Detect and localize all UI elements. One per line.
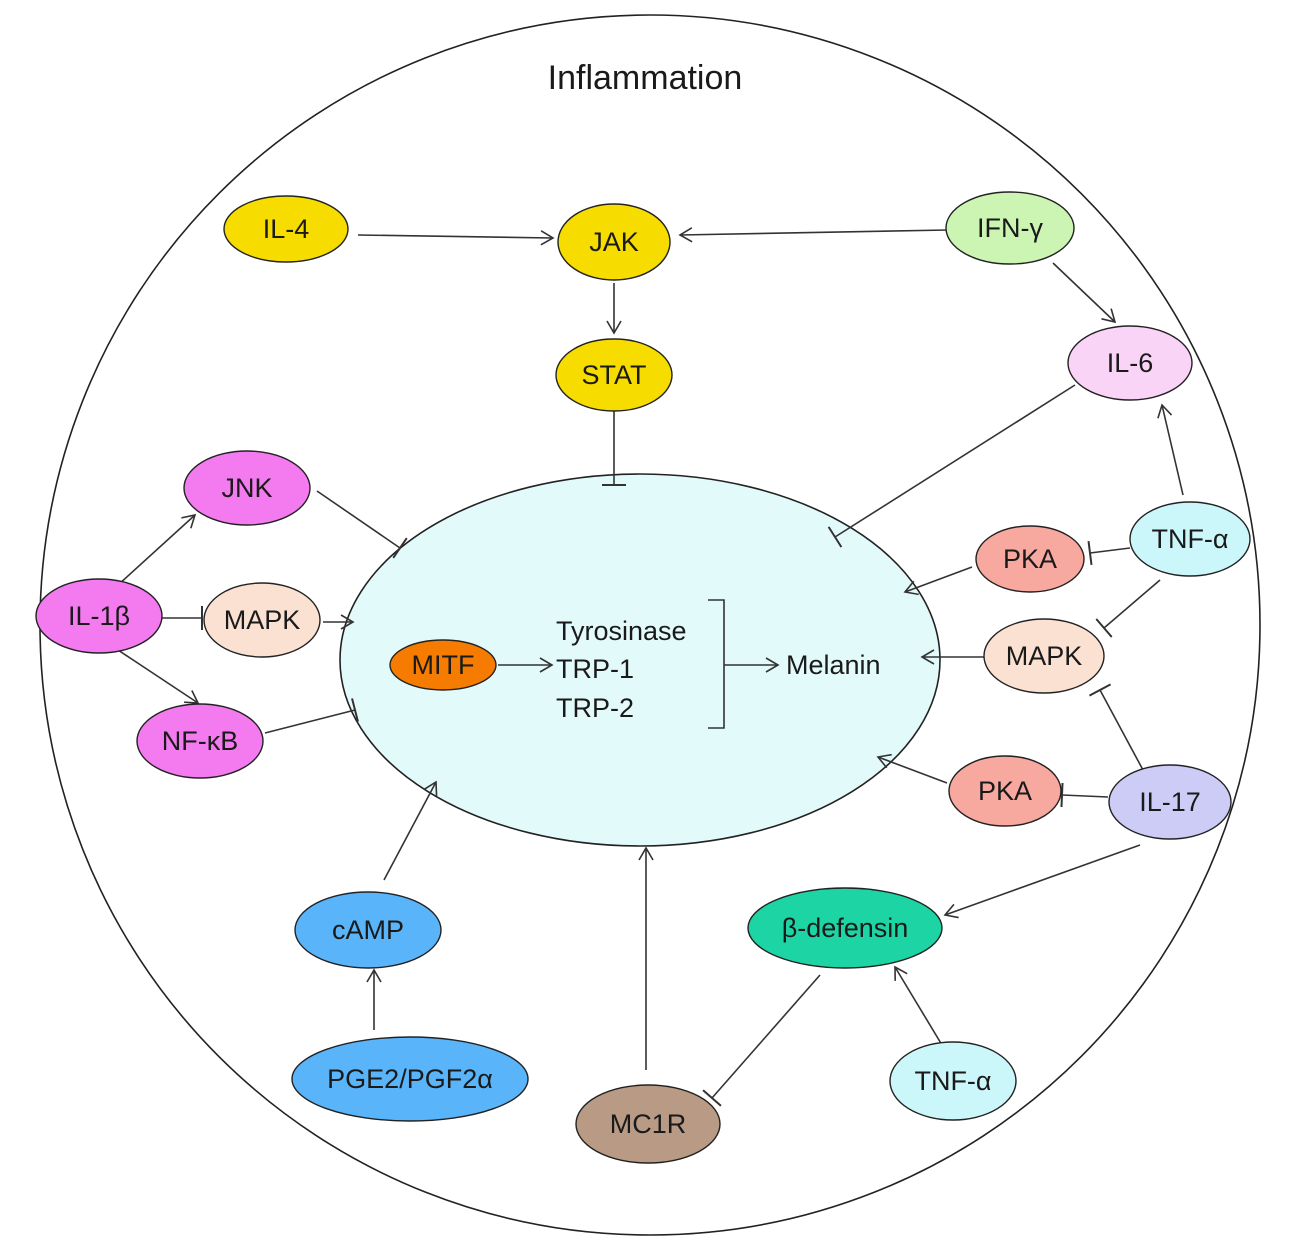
node-pka-bottom-shape	[948, 755, 1062, 827]
enzyme-trp1-label: TRP-1	[556, 654, 634, 684]
melanin-label: Melanin	[786, 650, 881, 680]
edge-il1b-to-nfkb	[117, 649, 200, 704]
edge-ifng-to-jak	[678, 227, 949, 243]
node-pka-top: PKA	[975, 525, 1085, 593]
edge-camp-to-center	[383, 780, 438, 881]
node-camp: cAMP	[294, 891, 442, 969]
edge-tnfa-bottom-to-bdefensin	[894, 965, 943, 1046]
node-mitf: MITF	[389, 639, 497, 691]
node-mapk-left-shape	[203, 582, 321, 658]
node-mapk-right-label: MAPK	[1006, 641, 1083, 671]
edge-jnk-inhibits-center	[316, 490, 408, 559]
melanocyte-ellipse	[339, 473, 941, 847]
edge-il17-inhibits-pka	[1060, 782, 1109, 808]
node-tnfa-right-shape	[1129, 501, 1251, 577]
node-tnfa-right-label: TNF-α	[1151, 524, 1228, 554]
node-camp-shape	[294, 891, 442, 969]
node-mapk-right: MAPK	[983, 618, 1105, 694]
edge-ifng-to-il6	[1052, 262, 1117, 324]
node-tnfa-bottom: TNF-α	[889, 1041, 1017, 1121]
node-tnfa-bottom-shape	[889, 1041, 1017, 1121]
node-pka-top-label: PKA	[1003, 544, 1057, 574]
nodes: IL-4 JAK STAT IFN-γ IL-6 TNF-α PKA MAPK	[35, 191, 1251, 1164]
node-mapk-left-label: MAPK	[224, 605, 301, 635]
node-jak-shape	[557, 203, 671, 281]
node-pka-top-shape	[975, 525, 1085, 593]
node-bdefensin-shape	[747, 887, 943, 969]
node-pge2: PGE2/PGF2α	[291, 1036, 529, 1122]
node-mapk-left: MAPK	[203, 582, 321, 658]
edge-bdefensin-inhibits-mc1r	[702, 974, 821, 1107]
node-stat-shape	[555, 338, 673, 412]
node-mitf-shape	[389, 639, 497, 691]
node-il17-shape	[1108, 764, 1232, 840]
edge-pka-bottom-to-center	[876, 753, 948, 784]
node-il6-shape	[1067, 325, 1193, 401]
edge-tnfa-to-il6	[1157, 403, 1184, 496]
enzyme-trp2-label: TRP-2	[556, 693, 634, 723]
node-il17: IL-17	[1108, 764, 1232, 840]
node-ifng-label: IFN-γ	[977, 213, 1043, 243]
node-stat: STAT	[555, 338, 673, 412]
edge-il4-to-jak	[357, 230, 555, 246]
edge-pka-top-to-center	[903, 566, 973, 596]
node-il6-label: IL-6	[1107, 348, 1154, 378]
node-il4-label: IL-4	[263, 214, 310, 244]
node-jak: JAK	[557, 203, 671, 281]
node-tnfa-right: TNF-α	[1129, 501, 1251, 577]
node-jnk-shape	[183, 450, 311, 526]
node-tnfa-bottom-label: TNF-α	[914, 1066, 991, 1096]
node-il4: IL-4	[223, 195, 349, 263]
node-jnk-label: JNK	[221, 473, 272, 503]
node-camp-label: cAMP	[332, 915, 404, 945]
node-il17-label: IL-17	[1139, 787, 1201, 817]
node-ifng: IFN-γ	[945, 191, 1075, 265]
edge-tnfa-inhibits-mapk	[1095, 579, 1161, 638]
node-mitf-label: MITF	[412, 650, 475, 680]
node-il1b: IL-1β	[35, 578, 163, 654]
node-pka-bottom: PKA	[948, 755, 1062, 827]
node-nfkb: NF-κB	[136, 703, 264, 779]
enzyme-tyrosinase-label: Tyrosinase	[556, 616, 687, 646]
node-jak-label: JAK	[589, 227, 639, 257]
edges	[117, 227, 1184, 1107]
node-il4-shape	[223, 195, 349, 263]
node-nfkb-shape	[136, 703, 264, 779]
node-mc1r-label: MC1R	[610, 1109, 687, 1139]
node-jnk: JNK	[183, 450, 311, 526]
node-ifng-shape	[945, 191, 1075, 265]
node-il6: IL-6	[1067, 325, 1193, 401]
node-bdefensin: β-defensin	[747, 887, 943, 969]
node-stat-label: STAT	[582, 360, 647, 390]
node-il1b-shape	[35, 578, 163, 654]
node-pge2-shape	[291, 1036, 529, 1122]
node-mapk-right-shape	[983, 618, 1105, 694]
enzyme-bracket	[708, 599, 725, 729]
node-pge2-label: PGE2/PGF2α	[327, 1064, 493, 1094]
edge-il17-inhibits-mapk	[1088, 683, 1144, 771]
node-bdefensin-label: β-defensin	[782, 913, 909, 943]
edge-il6-inhibits-center	[827, 384, 1076, 548]
edge-il17-to-bdefensin	[943, 844, 1141, 919]
node-nfkb-label: NF-κB	[162, 726, 239, 756]
edge-il1b-to-jnk	[117, 513, 197, 586]
node-mc1r: MC1R	[575, 1084, 721, 1164]
edge-tnfa-inhibits-pka	[1087, 540, 1131, 566]
node-pka-bottom-label: PKA	[978, 776, 1032, 806]
node-il1b-label: IL-1β	[68, 601, 130, 631]
node-mc1r-shape	[575, 1084, 721, 1164]
edge-nfkb-inhibits-center	[264, 698, 359, 734]
diagram-title: Inflammation	[548, 59, 743, 97]
